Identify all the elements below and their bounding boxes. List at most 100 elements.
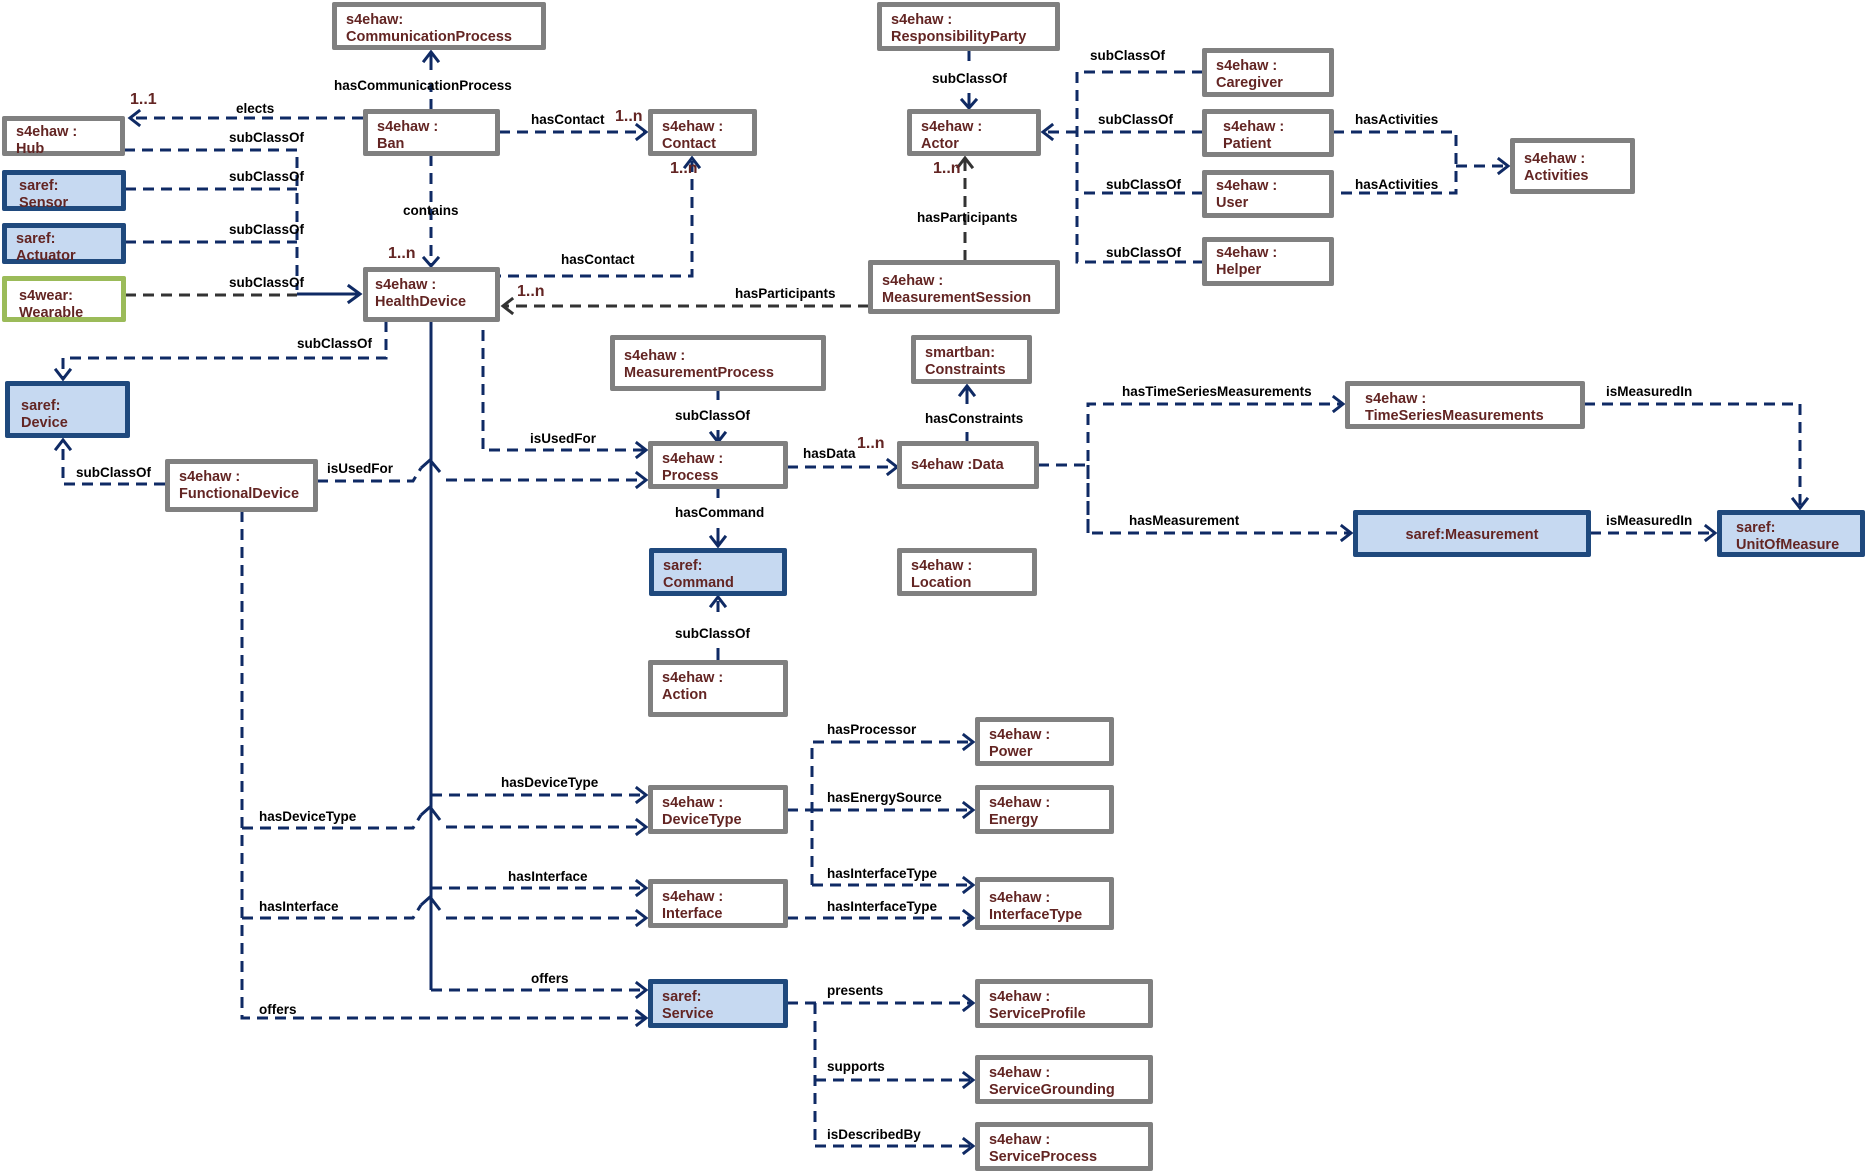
class-command[interactable]: saref: Command: [649, 548, 787, 596]
class-interface-type[interactable]: s4ehaw : InterfaceType: [975, 877, 1114, 930]
class-name: User: [1216, 195, 1249, 211]
class-interface[interactable]: s4ehaw : Interface: [648, 879, 788, 928]
class-prefix: saref:: [662, 989, 702, 1005]
class-name: Caregiver: [1216, 75, 1283, 91]
label-sensor-subclassof: subClassOf: [229, 169, 305, 184]
arrowhead-right-icon: [634, 785, 649, 805]
class-measurement-process[interactable]: s4ehaw : MeasurementProcess: [610, 335, 826, 391]
class-actuator[interactable]: saref: Actuator: [2, 223, 126, 264]
label-ban-has-contact: hasContact: [531, 112, 605, 127]
arrowhead-up-icon: [708, 594, 728, 609]
label-has-measurement: hasMeasurement: [1129, 513, 1240, 528]
class-energy[interactable]: s4ehaw : Energy: [975, 785, 1114, 834]
arrowhead-right-icon: [961, 993, 976, 1013]
label-m-is-measured-in: isMeasuredIn: [1606, 513, 1693, 528]
class-device[interactable]: saref: Device: [5, 381, 130, 438]
label-is-described-by: isDescribedBy: [827, 1127, 921, 1142]
class-name: Hub: [16, 141, 45, 157]
arrowhead-right-icon: [346, 283, 363, 305]
arrowhead-down-icon: [421, 255, 441, 269]
arrowhead-right-icon: [1331, 394, 1346, 414]
class-name: Process: [662, 468, 719, 484]
mult-has-data: 1..n: [857, 435, 885, 452]
class-device-type[interactable]: s4ehaw : DeviceType: [648, 785, 788, 834]
class-service-profile[interactable]: s4ehaw : ServiceProfile: [975, 979, 1153, 1028]
class-service-grounding[interactable]: s4ehaw : ServiceGrounding: [975, 1055, 1153, 1104]
class-service-process[interactable]: s4ehaw : ServiceProcess: [975, 1122, 1153, 1171]
class-caregiver[interactable]: s4ehaw : Caregiver: [1202, 48, 1334, 97]
class-prefix: saref:: [1736, 520, 1776, 536]
class-activities[interactable]: s4ehaw : Activities: [1510, 138, 1635, 194]
label-hd-has-contact: hasContact: [561, 252, 635, 267]
label-has-time-series: hasTimeSeriesMeasurements: [1122, 384, 1312, 399]
class-contact[interactable]: s4ehaw : Contact: [648, 109, 757, 156]
class-actor[interactable]: s4ehaw : Actor: [907, 109, 1041, 156]
class-name: Action: [662, 687, 708, 703]
arrowhead-right-icon: [961, 1070, 976, 1090]
class-responsibility-party[interactable]: s4ehaw : ResponsibilityParty: [877, 2, 1060, 51]
class-name: Patient: [1223, 136, 1272, 152]
class-name: Constraints: [925, 362, 1006, 378]
class-helper[interactable]: s4ehaw : Helper: [1202, 237, 1334, 286]
arrowhead-right-icon: [1339, 523, 1354, 543]
class-measurement[interactable]: saref:Measurement: [1353, 510, 1591, 557]
class-prefix: s4ehaw :: [179, 469, 241, 485]
label-wearable-subclassof: subClassOf: [229, 275, 305, 290]
class-functional-device[interactable]: s4ehaw : FunctionalDevice: [165, 459, 318, 512]
arrowhead-down-icon: [53, 367, 73, 382]
label-helper-subclassof: subClassOf: [1106, 245, 1182, 260]
class-prefix: s4ehaw:: [346, 12, 404, 28]
class-sensor[interactable]: saref: Sensor: [2, 170, 126, 211]
class-service[interactable]: saref: Service: [648, 979, 788, 1028]
class-prefix: s4ehaw :: [377, 119, 439, 135]
label-fd-has-device-type: hasDeviceType: [259, 809, 357, 824]
edge-fd-dt-hop: [420, 804, 442, 821]
class-power[interactable]: s4ehaw : Power: [975, 717, 1114, 766]
label-dt-has-interface-type: hasInterfaceType: [827, 866, 938, 881]
class-prefix: s4ehaw :: [989, 890, 1051, 906]
class-name: saref:Measurement: [1405, 527, 1539, 543]
class-hub[interactable]: s4ehaw : Hub: [2, 116, 125, 157]
class-health-device[interactable]: s4ehaw : HealthDevice: [363, 267, 500, 322]
class-name: MeasurementSession: [882, 290, 1032, 306]
class-process[interactable]: s4ehaw : Process: [648, 441, 788, 489]
class-communication-process[interactable]: s4ehaw: CommunicationProcess: [332, 2, 546, 50]
class-prefix: s4ehaw :: [662, 795, 724, 811]
label-action-subclassof: subClassOf: [675, 626, 751, 641]
arrowhead-right-icon: [1496, 156, 1511, 176]
label-hub-subclassof: subClassOf: [229, 130, 305, 145]
arrowhead-right-icon: [634, 817, 649, 837]
class-prefix: s4ehaw :: [375, 277, 437, 293]
class-name: Device: [21, 415, 68, 431]
class-measurement-session[interactable]: s4ehaw : MeasurementSession: [868, 260, 1060, 314]
class-ban[interactable]: s4ehaw : Ban: [363, 109, 500, 156]
class-prefix: s4wear:: [19, 288, 74, 304]
label-actuator-subclassof: subClassOf: [229, 222, 305, 237]
class-name: Activities: [1524, 168, 1589, 184]
class-prefix: s4ehaw :: [1216, 178, 1278, 194]
class-user[interactable]: s4ehaw : User: [1202, 170, 1334, 218]
class-action[interactable]: s4ehaw : Action: [648, 660, 788, 717]
edge-fd-has-device-type: [242, 814, 423, 830]
edge-fd-hop: [420, 457, 442, 473]
mult-hd-contact: 1..n: [670, 160, 698, 177]
label-patient-has-activities: hasActivities: [1355, 112, 1439, 127]
mult-elects-hub: 1..1: [130, 91, 157, 108]
class-time-series-measurements[interactable]: s4ehaw : TimeSeriesMeasurements: [1345, 381, 1585, 429]
arrowhead-left-icon: [1040, 122, 1055, 142]
mult-participants-hd: 1..n: [517, 283, 545, 300]
class-name: FunctionalDevice: [179, 486, 300, 502]
class-wearable[interactable]: s4wear: Wearable: [2, 276, 126, 322]
class-location[interactable]: s4ehaw : Location: [897, 548, 1037, 596]
class-constraints[interactable]: smartban: Constraints: [911, 335, 1032, 384]
class-data[interactable]: s4ehaw :Data: [897, 441, 1039, 489]
label-tsm-is-measured-in: isMeasuredIn: [1606, 384, 1693, 399]
class-patient[interactable]: s4ehaw : Patient: [1202, 109, 1334, 157]
arrowhead-right-icon: [961, 800, 976, 820]
label-has-participants-hd: hasParticipants: [735, 286, 836, 301]
class-name: Helper: [1216, 262, 1262, 278]
class-unit-of-measure[interactable]: saref: UnitOfMeasure: [1717, 510, 1865, 557]
label-fd-has-interface: hasInterface: [259, 899, 339, 914]
class-prefix: s4ehaw :: [989, 727, 1051, 743]
